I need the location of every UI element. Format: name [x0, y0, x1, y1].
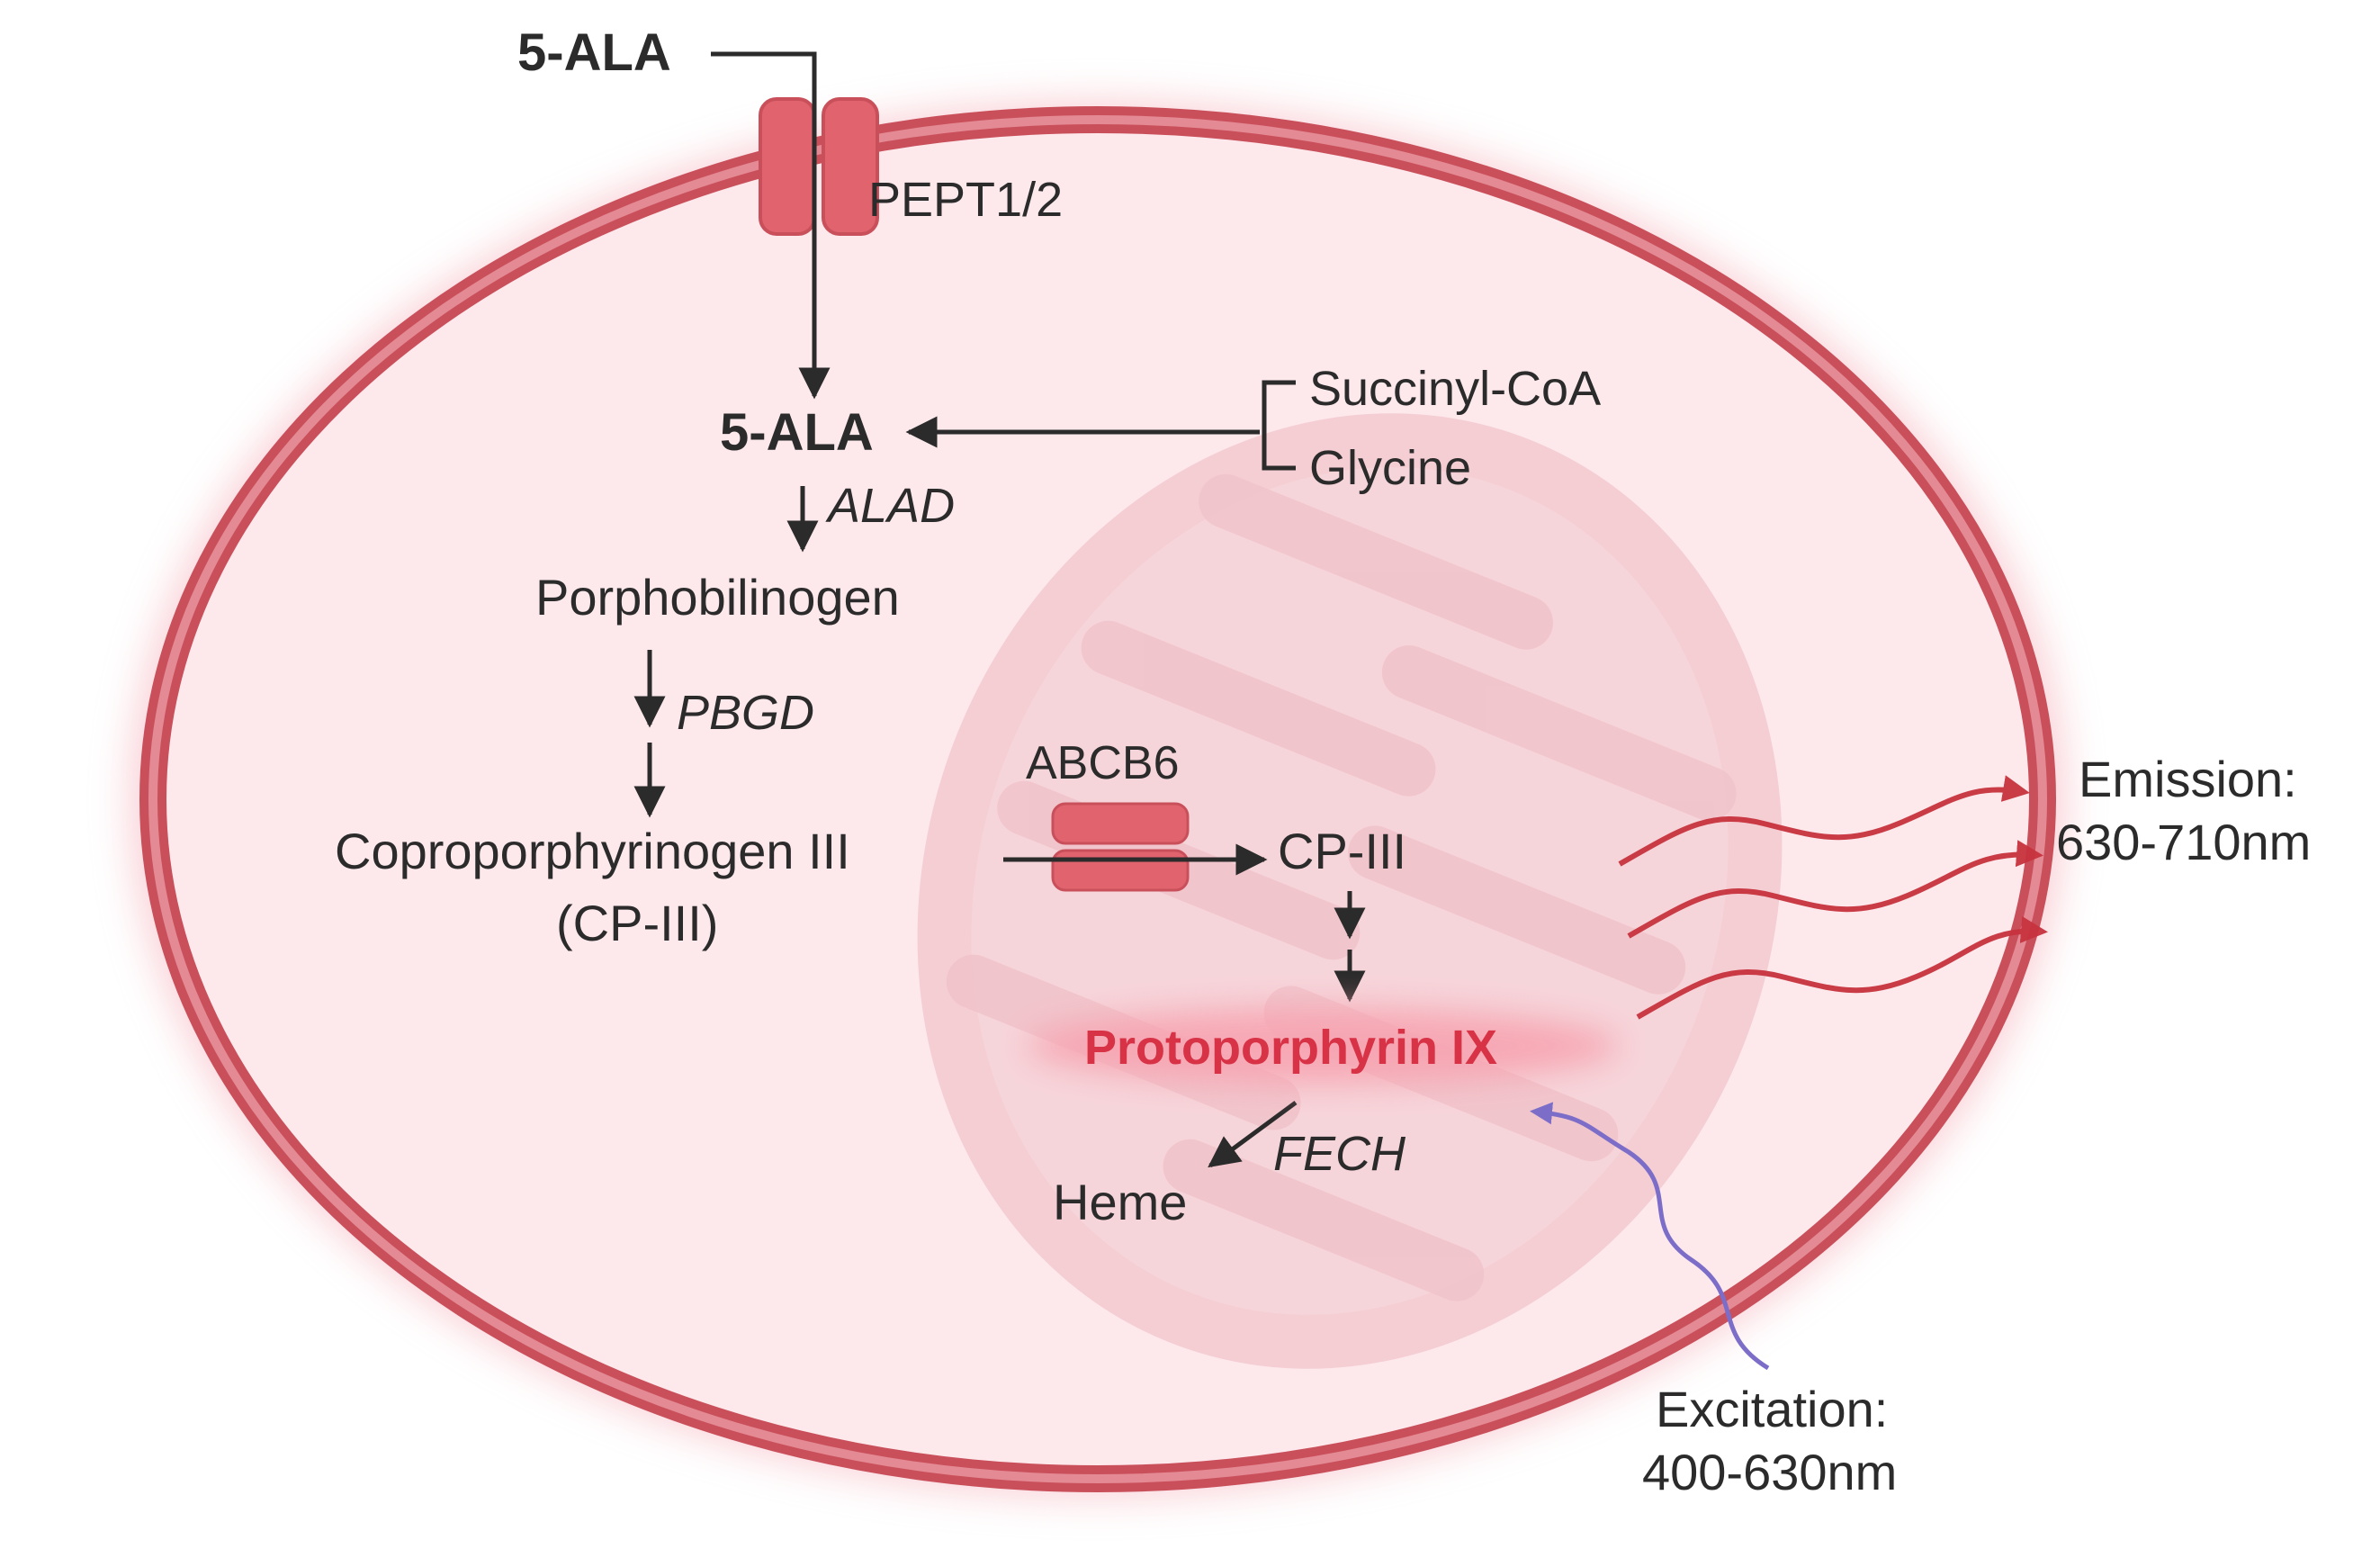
- emission-arrow-3: [1636, 916, 2048, 1020]
- label-pept: PEPT1/2: [868, 173, 1063, 227]
- label-emission: Emission:: [2079, 751, 2297, 807]
- excitation-arrow: [1530, 1102, 1770, 1371]
- arrow-ala-in: [711, 51, 831, 400]
- label-protoporphyrin: Protoporphyrin IX: [1084, 1021, 1497, 1075]
- label-succinyl-coa: Succinyl-CoA: [1309, 362, 1601, 416]
- emission-arrow-2: [1627, 840, 2043, 939]
- bracket-succinyl-glycine: [1262, 380, 1296, 471]
- label-alad: ALAD: [825, 479, 955, 533]
- label-fech: FECH: [1273, 1127, 1406, 1181]
- label-porphobilinogen: Porphobilinogen: [535, 569, 900, 626]
- label-coproporphyrinogen: Coproporphyrinogen III: [335, 823, 850, 879]
- arrow-fech: [1208, 1100, 1298, 1168]
- label-excitation: Excitation:: [1656, 1381, 1888, 1437]
- label-abcb6: ABCB6: [1026, 737, 1180, 789]
- label-cp-iii-abbrev: (CP-III): [556, 895, 718, 951]
- label-heme: Heme: [1053, 1174, 1187, 1230]
- label-excitation-range: 400-630nm: [1642, 1444, 1897, 1500]
- emission-arrows: [1618, 775, 2048, 1020]
- label-pbgd: PBGD: [677, 686, 814, 740]
- protoporphyrin-glow: [1026, 1008, 1620, 1084]
- emission-arrow-1: [1618, 775, 2030, 867]
- label-5-ala-inside: 5-ALA: [720, 403, 874, 462]
- cell-membrane-inner: [148, 115, 2047, 1483]
- pept-transporter-icon: [759, 97, 879, 236]
- label-5-ala-outside: 5-ALA: [517, 23, 671, 82]
- label-cp-iii: CP-III: [1278, 823, 1406, 879]
- label-glycine: Glycine: [1309, 441, 1471, 495]
- label-emission-range: 630-710nm: [2056, 814, 2311, 870]
